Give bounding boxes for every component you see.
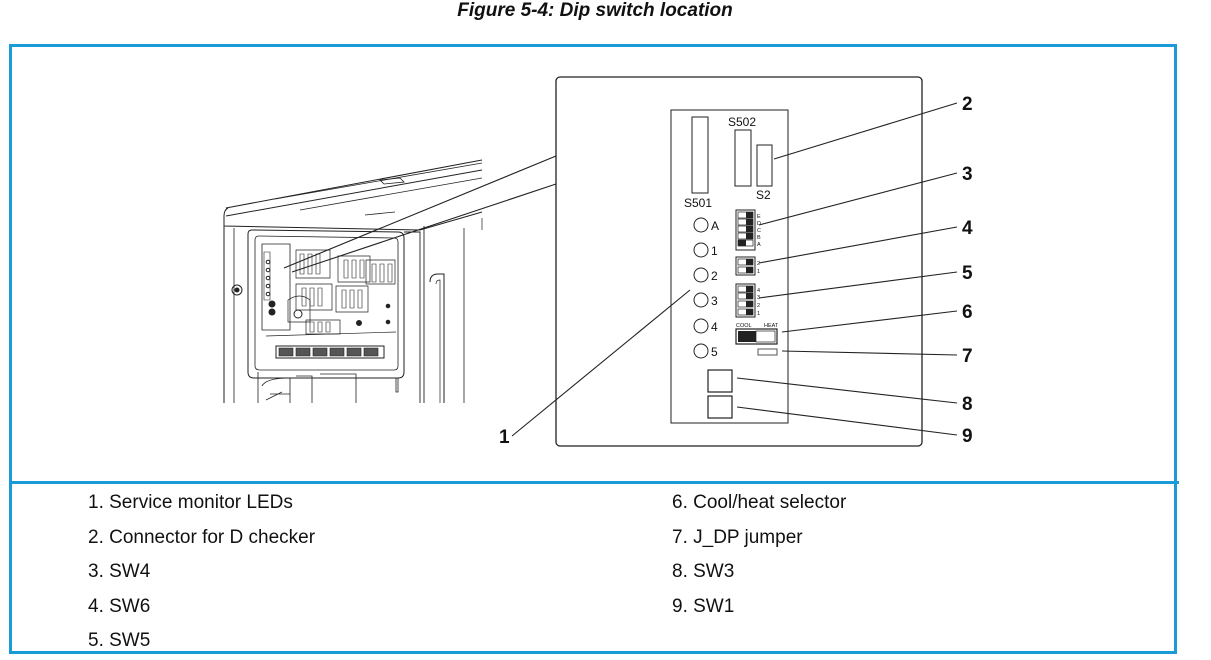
sw5-position-label: 3 [757,295,760,301]
service-monitor-leds: A 1 2 3 4 5 [693,217,719,359]
legend-item-sw4: 3. SW4 [88,561,151,582]
callout-2: 2 [962,94,973,115]
led-indicator [693,217,709,233]
sw3-push-button [707,369,733,393]
leader-8 [736,377,958,404]
sw1-push-button [707,395,733,419]
led-label: A [711,219,719,233]
connector-s2-label: S2 [756,188,771,202]
sw4-position-label: A [757,242,761,248]
leader-2 [773,102,958,160]
sw6-position-label: 2 [757,261,760,267]
legend-item-sw3: 8. SW3 [672,561,735,582]
callout-4: 4 [962,218,973,239]
legend-item-sw5: 5. SW5 [88,630,151,651]
callout-5: 5 [962,263,973,284]
connector-s502 [734,129,752,187]
sw4-dip-switch: E D C B A [735,209,761,251]
sw6-position-label: 1 [757,269,760,275]
sw6-dip-switch: 2 1 [735,256,760,276]
callout-6: 6 [962,302,973,323]
connector-s2-d-checker [756,144,773,187]
connector-s501-label: S501 [684,196,712,210]
legend-left-column: 1. Service monitor LEDs 2. Connector for… [88,486,315,659]
sw5-position-label: 1 [757,311,760,317]
callout-numbers: 1 2 3 4 5 6 7 8 9 [499,94,973,448]
legend-item-sw1: 9. SW1 [672,595,735,617]
sw4-position-label: D [757,221,761,227]
cool-heat-selector: COOL HEAT [735,323,779,345]
sw5-dip-switch: 4 3 2 1 [735,283,760,318]
leader-7 [781,350,958,356]
callout-3: 3 [962,164,973,185]
sw4-position-label: C [757,228,761,234]
legend-item-d-checker-connector: 2. Connector for D checker [88,526,316,548]
leader-5 [758,271,958,299]
led-label: 1 [711,244,718,258]
legend-right-column: 6. Cool/heat selector 7. J_DP jumper 8. … [672,486,846,624]
led-label: 2 [711,269,718,283]
callout-9: 9 [962,426,973,447]
led-indicator [693,292,709,308]
zoom-indicator-lines [283,155,557,273]
callout-leaders [511,102,958,437]
callout-7: 7 [962,346,973,367]
callout-8: 8 [962,394,973,415]
legend-item-cool-heat-selector: 6. Cool/heat selector [672,492,847,513]
connector-s501 [691,116,709,194]
selector-heat-label: HEAT [764,323,779,329]
outdoor-unit-illustration [222,159,483,405]
pcb-detail-panel: S501 S502 S2 A 1 2 3 4 5 E [555,76,923,447]
legend-item-service-monitor-leds: 1. Service monitor LEDs [88,492,293,513]
led-label: 4 [711,320,718,334]
leader-6 [781,310,958,333]
leader-3 [758,172,958,226]
connector-s502-label: S502 [728,115,756,129]
sw4-position-label: E [757,214,761,220]
figure-frame [9,44,1177,654]
led-indicator [693,318,709,334]
pcb-outline [670,109,789,424]
led-indicator [693,242,709,258]
jdp-jumper [757,348,778,356]
led-indicator [693,267,709,283]
legend-item-sw6: 4. SW6 [88,595,151,617]
leader-9 [736,406,958,436]
led-label: 5 [711,345,718,359]
legend-divider [9,481,1179,484]
figure-title: Figure 5-4: Dip switch location [457,0,733,21]
led-indicator [693,343,709,359]
sw5-position-label: 4 [757,288,760,294]
leader-4 [758,226,958,264]
sw4-position-label: B [757,235,761,241]
led-label: 3 [711,294,718,308]
leader-1 [511,289,691,437]
selector-cool-label: COOL [736,323,752,329]
callout-1: 1 [499,427,510,448]
sw5-position-label: 2 [757,303,760,309]
legend-item-jdp-jumper: 7. J_DP jumper [672,526,803,548]
